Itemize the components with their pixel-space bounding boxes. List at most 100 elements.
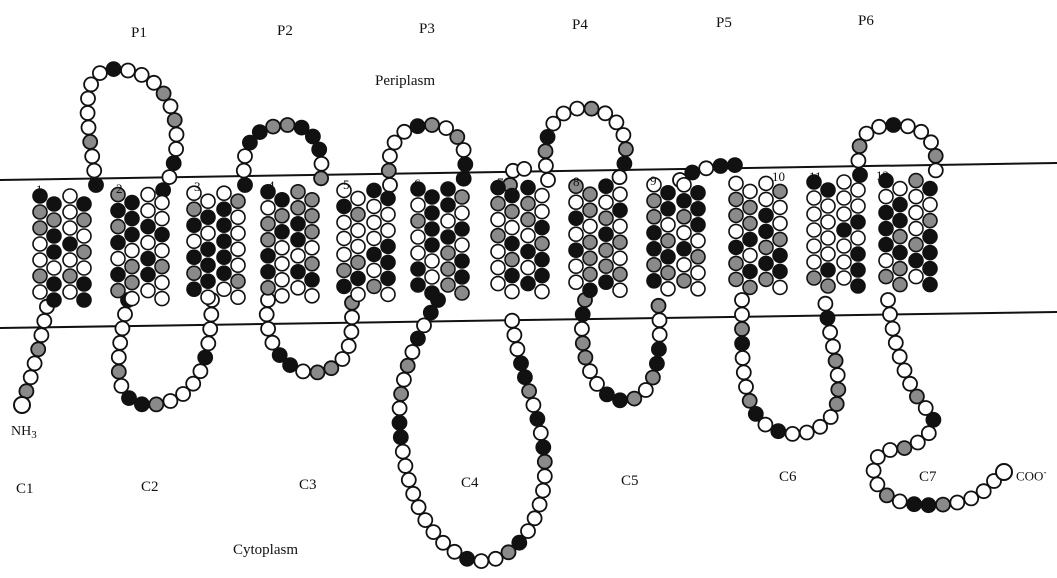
loop-7-residue-bead	[538, 455, 552, 469]
helix-4-residue-bead	[291, 201, 305, 215]
loop-12-residue-bead	[823, 325, 837, 339]
helix-4-residue-bead	[305, 193, 319, 207]
helix-4-residue-bead	[275, 289, 289, 303]
loop-9-residue-bead	[539, 159, 553, 173]
loop-7-residue-bead	[393, 416, 407, 430]
loop-3-residue-bead	[201, 336, 215, 350]
helix-1-residue-bead	[33, 269, 47, 283]
loop-label-c3: C3	[299, 478, 317, 493]
helix-8-residue-bead	[599, 195, 613, 209]
loop-13-residue-bead	[886, 118, 900, 132]
helix-1-residue-bead	[33, 205, 47, 219]
loop-4-residue-bead	[238, 178, 252, 192]
loop-1-residue-bead	[34, 328, 48, 342]
helix-12-residue-bead	[923, 214, 937, 228]
helix-10-residue-bead	[743, 264, 757, 278]
loop-6-residue-bead	[457, 143, 471, 157]
helix-7-residue-bead	[521, 245, 535, 259]
loop-6-residue-bead	[425, 118, 439, 132]
loop-2-residue-bead	[93, 66, 107, 80]
helix-1-residue-bead	[33, 237, 47, 251]
helix-7-residue-bead	[535, 189, 549, 203]
helix-9-residue-bead	[647, 194, 661, 208]
loop-5-residue-bead	[296, 364, 310, 378]
loop-14-residue-bead	[950, 496, 964, 510]
loop-2-residue-bead	[85, 149, 99, 163]
helix-12-residue-bead	[923, 182, 937, 196]
helix-11-residue-bead	[837, 255, 851, 269]
loop-9-residue-bead	[616, 128, 630, 142]
helix-4-residue-bead	[291, 265, 305, 279]
helix-8-residue-bead	[583, 219, 597, 233]
helix-5-residue-bead	[337, 199, 351, 213]
loop-5-residue-bead	[342, 339, 356, 353]
helix-3-residue-bead	[217, 250, 231, 264]
loop-13-residue-bead	[924, 135, 938, 149]
helix-9-residue-bead	[677, 242, 691, 256]
helix-3-residue-bead	[217, 186, 231, 200]
loop-7-residue-bead	[510, 342, 524, 356]
loop-14-residue-bead	[922, 498, 936, 512]
helix-5-residue-bead	[367, 183, 381, 197]
helix-5-residue-bead	[381, 271, 395, 285]
helix-2-residue-bead	[111, 284, 125, 298]
helix-4-residue-bead	[275, 257, 289, 271]
helix-number-6: 6	[414, 177, 421, 190]
loop-7-residue-bead	[460, 552, 474, 566]
loop-4-residue-bead	[281, 118, 295, 132]
loop-9-residue-bead	[570, 102, 584, 116]
loop-2-residue-bead	[83, 135, 97, 149]
helix-5-residue-bead	[337, 279, 351, 293]
helix-7-residue-bead	[505, 253, 519, 267]
helix-12-residue-bead	[879, 206, 893, 220]
helix-10-residue-bead	[759, 192, 773, 206]
loop-7-residue-bead	[533, 498, 547, 512]
helix-7-residue-bead	[505, 269, 519, 283]
helix-12-residue-bead	[909, 206, 923, 220]
helix-10-residue-bead	[759, 256, 773, 270]
helix-2-residue-bead	[125, 196, 139, 210]
helix-4-residue-bead	[291, 249, 305, 263]
loop-11-residue-bead	[699, 161, 713, 175]
helix-8-residue-bead	[599, 259, 613, 273]
helix-2-residue-bead	[125, 212, 139, 226]
helix-3-residue-bead	[187, 250, 201, 264]
loop-2-residue-bead	[168, 113, 182, 127]
helix-12-residue-bead	[909, 254, 923, 268]
helix-2-residue-bead	[155, 212, 169, 226]
helix-6-residue-bead	[411, 278, 425, 292]
loop-7-residue-bead	[526, 398, 540, 412]
helix-6-residue-bead	[425, 286, 439, 300]
loop-7-residue-bead	[507, 328, 521, 342]
loop-13-residue-bead	[853, 168, 867, 182]
helix-11-residue-bead	[851, 199, 865, 213]
loop-6-residue-bead	[457, 172, 471, 186]
helix-10-residue-bead	[759, 208, 773, 222]
helix-11-residue-bead	[821, 183, 835, 197]
loop-13-residue-bead	[872, 120, 886, 134]
helix-8-residue-bead	[569, 227, 583, 241]
helix-5-residue-bead	[367, 215, 381, 229]
helix-3-residue-bead	[231, 226, 245, 240]
loop-14-residue-bead	[889, 336, 903, 350]
loop-2-residue-bead	[121, 64, 135, 78]
helix-number-3: 3	[194, 180, 201, 193]
helix-10-residue-bead	[759, 176, 773, 190]
loop-10-residue-bead	[578, 351, 592, 365]
helix-8-residue-bead	[583, 187, 597, 201]
helix-3-residue-bead	[201, 274, 215, 288]
helix-4-residue-bead	[305, 273, 319, 287]
loop-9-residue-bead	[613, 170, 627, 184]
loop-4-residue-bead	[315, 157, 329, 171]
helix-9-residue-bead	[677, 194, 691, 208]
loop-6-residue-bead	[383, 178, 397, 192]
helix-12-residue-bead	[909, 190, 923, 204]
loop-3-residue-bead	[118, 307, 132, 321]
loop-7-residue-bead	[536, 440, 550, 454]
loop-5-residue-bead	[335, 352, 349, 366]
helix-6-residue-bead	[425, 190, 439, 204]
loop-9-residue-bead	[541, 173, 555, 187]
loop-4-residue-bead	[253, 125, 267, 139]
helix-10-residue-bead	[743, 232, 757, 246]
loop-10-residue-bead	[653, 328, 667, 342]
